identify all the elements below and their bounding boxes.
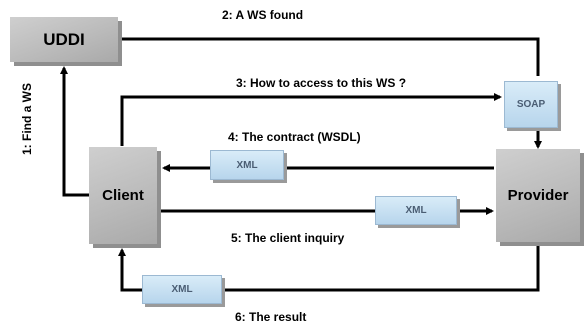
step1-label: 1: Find a WS	[20, 83, 34, 155]
step4-label: 4: The contract (WSDL)	[228, 130, 361, 144]
xml-document-icon: XML	[142, 275, 222, 304]
xml-inquiry-label: XML	[405, 205, 427, 216]
xml-document-icon: XML	[375, 196, 457, 225]
step3-label: 3: How to access to this WS ?	[236, 76, 407, 90]
arrow-find-ws	[60, 66, 92, 197]
soap-label: SOAP	[516, 99, 546, 110]
xml-wsdl-label: XML	[236, 159, 258, 171]
arrow-result	[118, 244, 540, 292]
step6-label: 6: The result	[235, 310, 307, 324]
step2-label: 2: A WS found	[222, 8, 304, 22]
client-node: Client	[89, 147, 157, 244]
arrow-how-to-access	[120, 93, 502, 146]
arrow-ws-found	[120, 37, 540, 76]
client-label: Client	[102, 187, 144, 204]
provider-label: Provider	[507, 187, 569, 204]
step5-label: 5: The client inquiry	[231, 231, 345, 245]
soap-document-icon: SOAP	[504, 81, 558, 128]
uddi-node: UDDI	[10, 17, 118, 62]
provider-node: Provider	[496, 149, 580, 242]
xml-document-icon: XML	[210, 150, 284, 180]
uddi-label: UDDI	[43, 29, 85, 49]
xml-result-label: XML	[171, 284, 193, 295]
